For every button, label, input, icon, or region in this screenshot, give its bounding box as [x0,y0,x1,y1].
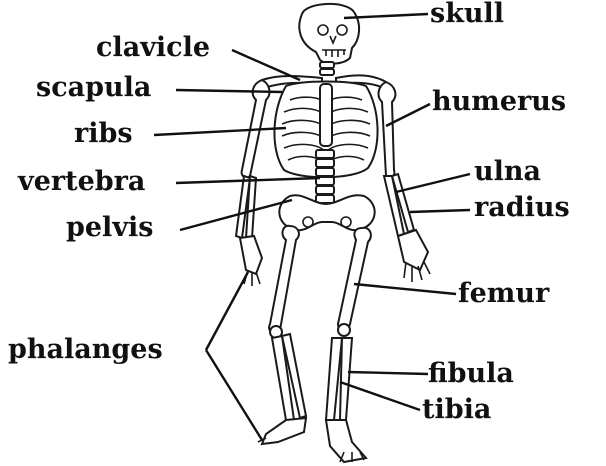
fibula-leader [347,370,429,376]
phalanges-label: phalanges [8,334,163,365]
radius-leader [409,208,471,214]
humerus-label: humerus [432,86,567,117]
left-arm-bones [234,78,271,286]
skull-label: skull [430,0,505,29]
vertebra-leader [175,176,321,185]
scapula-leader [175,88,283,94]
ribs-label: ribs [74,118,133,149]
vertebra-bone [315,149,335,204]
pelvis-leader [179,198,293,232]
scapula-label: scapula [36,72,152,103]
ribs-leader [153,126,287,137]
right-leg-bones [324,226,372,464]
femur-label: femur [458,278,550,309]
left-leg-bones [257,224,308,446]
vertebra-label: vertebra [18,166,146,197]
clavicle-label: clavicle [96,32,211,63]
phalanges-leader-lower [204,349,264,441]
skull-leader [343,12,429,20]
tibia-leader [339,380,421,412]
radius-label: radius [474,192,570,223]
ulna-leader [395,172,471,194]
pelvis-label: pelvis [66,212,154,243]
ribs-bone [273,80,379,179]
tibia-label: tibia [422,394,492,425]
fibula-label: fibula [428,358,514,389]
skull-bone [298,2,360,65]
ulna-label: ulna [474,156,542,187]
humerus-leader [385,102,431,128]
femur-leader [353,282,457,296]
leader-lines [153,12,471,441]
right-arm-bones [377,80,431,282]
clavicle-leader [231,48,301,82]
neck-bones [319,61,335,76]
phalanges-leader-upper [204,271,250,351]
